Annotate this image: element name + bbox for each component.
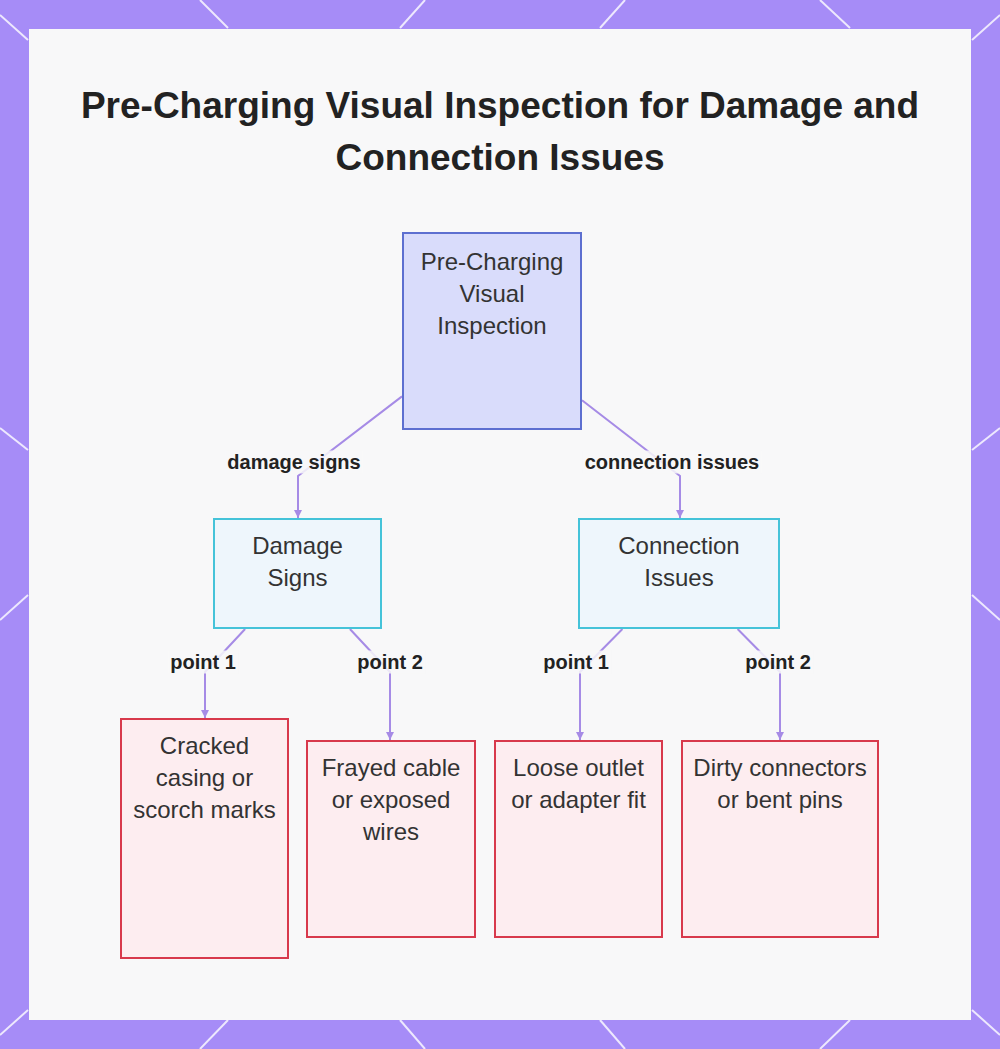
check-box: Dirty connectors or bent pins [681,740,879,938]
connector-arrow [205,629,245,718]
category-box: Connection Issues [578,518,780,629]
connector-arrow [350,629,390,740]
node-text: Loose outlet or adapter fit [506,752,651,816]
edge-label: damage signs [225,451,362,474]
edge-label: point 2 [355,651,425,674]
edge-label: point 1 [541,651,611,674]
node-text: Dirty connectors or bent pins [693,752,867,816]
check-box: Loose outlet or adapter fit [494,740,663,938]
node-text: Frayed cable or exposed wires [318,752,464,848]
root-box: Pre-Charging Visual Inspection [402,232,582,430]
node-text: Cracked casing or scorch marks [132,730,277,826]
check-box: Cracked casing or scorch marks [120,718,289,959]
node-text: Connection Issues [590,530,768,594]
node-text: Damage Signs [225,530,370,594]
connector-arrow [738,629,780,740]
diagram-title: Pre-Charging Visual Inspection for Damag… [29,80,971,184]
node-text: Pre-Charging Visual Inspection [416,246,568,342]
edge-label: point 2 [743,651,813,674]
edge-label: connection issues [583,451,762,474]
category-box: Damage Signs [213,518,382,629]
connector-arrow [580,629,622,740]
edge-label: point 1 [168,651,238,674]
check-box: Frayed cable or exposed wires [306,740,476,938]
